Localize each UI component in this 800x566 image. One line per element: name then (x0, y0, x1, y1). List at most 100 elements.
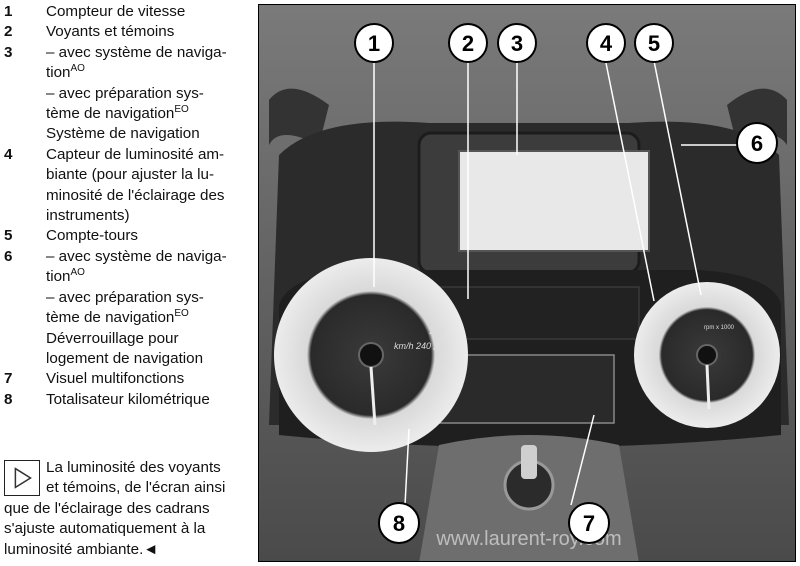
legend-line: Déverrouillage pour (46, 329, 179, 347)
legend-sup: AO (70, 63, 85, 75)
callout-7: 7 (568, 502, 610, 544)
svg-text:7: 7 (583, 511, 595, 536)
warning-lights-bar (438, 286, 640, 340)
dial-label: 2 (657, 373, 663, 383)
legend-item-7: 7 Visuel multifonctions (4, 369, 254, 389)
note-line: La luminosité des voyants (46, 459, 221, 476)
legend-line: tème de navigation (46, 309, 175, 327)
legend-line: Capteur de luminosité am- (46, 145, 225, 163)
svg-text:6: 6 (751, 131, 763, 156)
callout-4: 4 (586, 23, 626, 63)
dial-label: 7 (744, 317, 750, 327)
svg-text:3: 3 (511, 31, 523, 56)
legend-item-3-eo: – avec préparation sys- tème de navigati… (4, 84, 254, 125)
speed-unit-label: km/h 240 (394, 341, 431, 351)
dial-label: 1 (678, 395, 683, 405)
rpm-unit-label: rpm x 1000 (704, 325, 735, 331)
legend-item-3-ao: 3 – avec système de naviga- tionAO (4, 43, 254, 84)
tachometer-needle (705, 364, 711, 410)
dial-label: 3 (653, 344, 658, 354)
dial-label: 100 (401, 409, 416, 419)
dial-label: 80 (389, 416, 399, 426)
legend-item-3-nav: Système de navigation (4, 124, 254, 144)
legend-text: Voyants et témoins (46, 23, 175, 41)
svg-text:4: 4 (600, 31, 613, 56)
legend-line: tème de navigation (46, 105, 175, 123)
legend-number: 8 (4, 390, 13, 408)
legend-item-2: 2 Voyants et témoins (4, 22, 254, 42)
dial-label: 9 (751, 373, 756, 383)
legend-text: Système de navigation (46, 125, 200, 143)
legend-line: instruments) (46, 207, 130, 225)
legend-line: – avec système de naviga- (46, 43, 227, 61)
legend-line-wrap: tionAO (46, 63, 254, 83)
dial-label: 20 (341, 416, 352, 426)
legend-text: Visuel multifonctions (46, 370, 185, 388)
legend-number: 5 (4, 227, 13, 245)
svg-text:1: 1 (368, 31, 380, 56)
dial-label: 160 (430, 373, 445, 383)
left-mirror-stalk (269, 88, 329, 145)
dial-label: 4 (665, 317, 670, 327)
legend-item-4: 4 Capteur de luminosité am- biante (pour… (4, 145, 254, 227)
tachometer-hub (696, 344, 718, 366)
legend-line-wrap: tème de navigationEO (46, 308, 254, 328)
legend-number: 2 (4, 23, 13, 41)
note-line: s'ajuste automatiquement à la (4, 520, 206, 538)
legend-number: 1 (4, 3, 13, 20)
legend-line: – avec préparation sys- (46, 84, 204, 102)
legend-item-8: 8 Totalisateur kilométrique (4, 390, 254, 410)
legend-text: Compteur de vitesse (46, 3, 186, 20)
legend-line-wrap: tionAO (46, 267, 254, 287)
legend-line: – avec système de naviga- (46, 247, 227, 265)
note-line: que de l'éclairage des cadrans (4, 499, 210, 517)
note-last-line: luminosité ambiante.◄ (4, 540, 256, 560)
dial-label: 60 (373, 420, 383, 430)
callout-3: 3 (497, 23, 537, 63)
callout-8: 8 (378, 502, 420, 544)
svg-text:2: 2 (462, 31, 474, 56)
callout-2: 2 (448, 23, 488, 63)
ignition-key-icon (521, 445, 537, 479)
note-line: et témoins, de l'écran ainsi (46, 479, 226, 497)
svg-text:8: 8 (393, 511, 405, 536)
legend-item-6-eo: – avec préparation sys- tème de navigati… (4, 288, 254, 329)
end-mark-icon: ◄ (143, 540, 159, 558)
dial-label: 220 (428, 326, 444, 336)
dial-label: 180 (433, 357, 448, 367)
legend-sup: EO (174, 308, 189, 320)
legend-item-5: 5 Compte-tours (4, 226, 254, 246)
legend-number: 4 (4, 145, 13, 163)
dial-label: 6 (719, 300, 724, 310)
dial-label: 10 (728, 395, 738, 405)
legend-line: minosité de l'éclairage des (46, 186, 225, 204)
dial-label: 140 (423, 387, 438, 397)
legend-list: 1 Compteur de vitesse 2 Voyants et témoi… (4, 2, 254, 410)
legend-item-6-ao: 6 – avec système de naviga- tionAO (4, 247, 254, 288)
legend-sup: EO (174, 103, 189, 115)
legend-item-1: 1 Compteur de vitesse (4, 2, 254, 22)
play-triangle-icon (4, 460, 40, 496)
legend-number: 7 (4, 370, 13, 388)
dial-label: 8 (756, 344, 761, 354)
info-note: La luminosité des voyants et témoins, de… (4, 458, 256, 560)
legend-number: 3 (4, 43, 13, 61)
legend-text: Totalisateur kilométrique (46, 390, 210, 408)
svg-text:5: 5 (648, 31, 660, 56)
dial-label: 40 (357, 420, 367, 430)
speedometer-needle (369, 366, 377, 426)
callout-leaders (373, 60, 737, 506)
note-line: luminosité ambiante. (4, 540, 144, 558)
callout-1: 1 (354, 23, 394, 63)
legend-line: – avec préparation sys- (46, 288, 204, 306)
legend-line: biante (pour ajuster la lu- (46, 166, 214, 184)
legend-line: tion (46, 64, 71, 82)
legend-number: 6 (4, 247, 13, 265)
legend-item-6-unlock: Déverrouillage pour logement de navigati… (4, 329, 254, 370)
legend-text: Compte-tours (46, 227, 139, 245)
dial-label: 200 (432, 342, 448, 352)
legend-line: logement de navigation (46, 349, 204, 367)
